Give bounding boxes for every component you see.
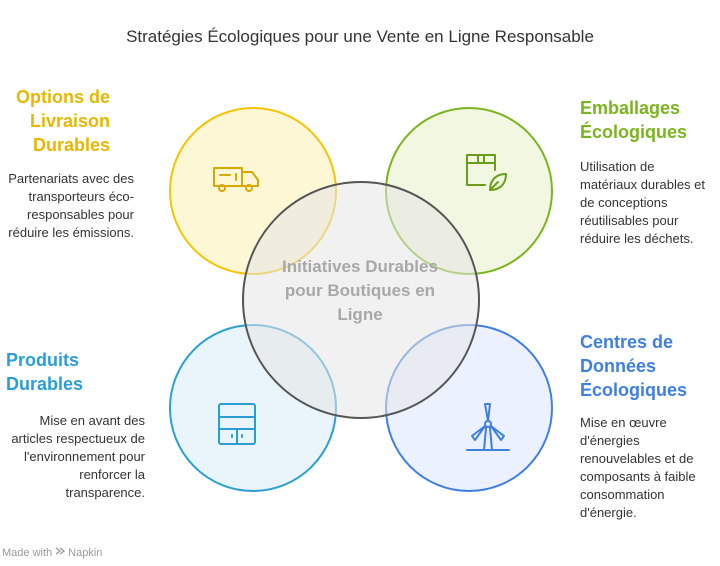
napkin-brand: Napkin (68, 546, 103, 559)
desc-emballages: Utilisation de matériaux durables et de … (580, 159, 706, 246)
heading-donnees: Centres de Données Écologiques (580, 332, 688, 400)
wind-turbine-icon (466, 403, 510, 451)
heading-livraison: Options de Livraison Durables (16, 87, 110, 155)
napkin-logo-icon (55, 546, 66, 559)
heading-produits: Produits Durables (6, 350, 84, 394)
desc-produits: Mise en avant des articles respectueux d… (11, 413, 145, 500)
center-label: Initiatives Durables pour Boutiques en L… (282, 257, 438, 324)
desc-livraison: Partenariats avec des transporteurs éco-… (8, 171, 134, 240)
delivery-truck-icon (213, 167, 259, 192)
napkin-footer[interactable]: Made with Napkin (2, 546, 102, 559)
heading-emballages: Emballages Écologiques (580, 98, 688, 142)
eco-package-icon (466, 154, 507, 191)
cabinet-icon (218, 403, 256, 445)
diagram-title: Stratégies Écologiques pour une Vente en… (126, 27, 594, 46)
made-with-label: Made with (2, 546, 53, 559)
circle-center (242, 181, 480, 419)
desc-donnees: Mise en œuvre d'énergies renouvelables e… (580, 415, 696, 520)
